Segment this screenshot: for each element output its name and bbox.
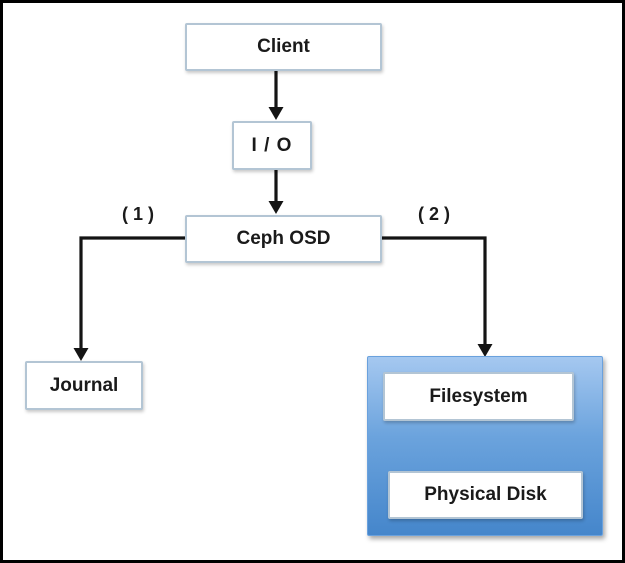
edge-ceph-osd-to-journal [73,236,185,361]
node-journal: Journal [25,361,143,410]
node-filesystem: Filesystem [383,372,574,421]
arrowhead-down-icon [268,201,284,214]
node-physical-disk: Physical Disk [388,471,583,519]
edge-label-filesystem-branch: ( 2 ) [417,204,450,224]
node-journal-label: Journal [49,374,119,396]
edge-label-journal-branch: ( 1 ) [121,204,154,224]
edge-io-to-ceph-osd [268,170,284,214]
node-ceph-osd-label: Ceph OSD [236,228,331,249]
edge-client-to-io [268,71,284,120]
node-io-label: I / O [251,134,293,156]
node-filesystem-label: Filesystem [429,385,528,407]
node-client-label: Client [257,36,310,57]
node-client: Client [185,23,382,71]
node-physical-disk-label: Physical Disk [424,484,547,505]
node-ceph-osd: Ceph OSD [185,215,382,263]
edge-ceph-osd-to-filesystem [382,236,493,357]
node-io: I / O [232,121,312,170]
arrowhead-down-icon [73,348,89,361]
arrowhead-down-icon [268,107,284,120]
